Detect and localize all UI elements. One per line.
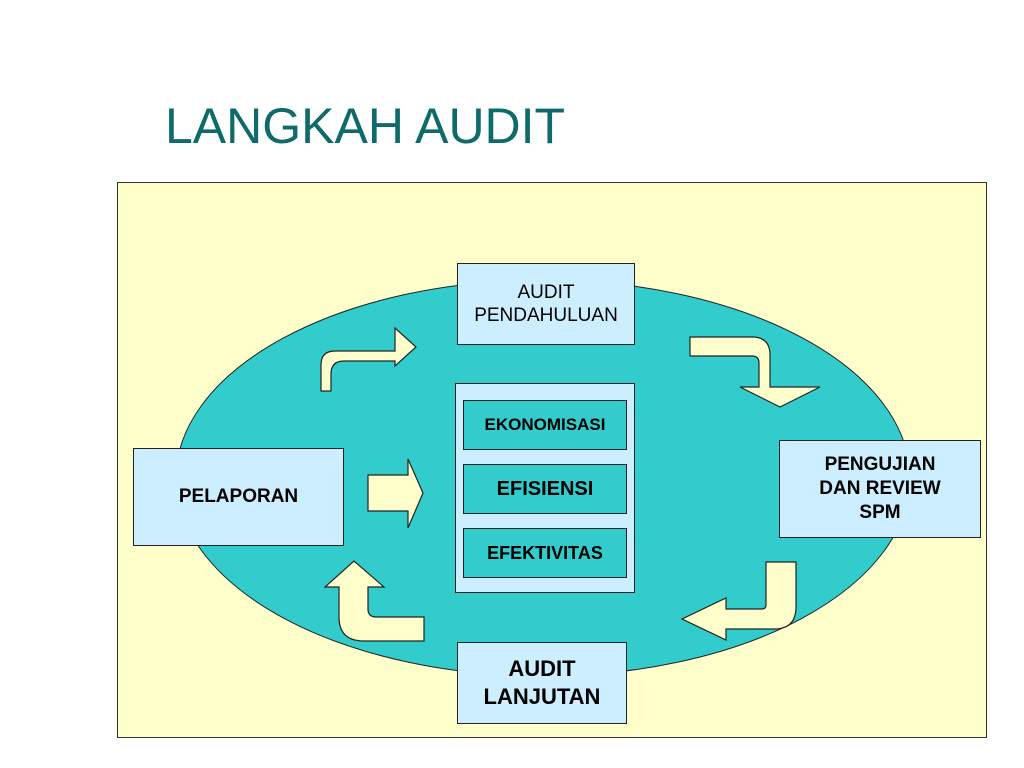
center-item-ekonomisasi: EKONOMISASI	[463, 400, 627, 450]
arrow-down-left-icon	[680, 561, 797, 641]
arrow-up-right-icon	[320, 326, 417, 392]
node-audit-pendahuluan: AUDIT PENDAHULUAN	[457, 263, 635, 345]
slide-title: LANGKAH AUDIT	[165, 98, 566, 154]
node-audit-pendahuluan-label: AUDIT PENDAHULUAN	[474, 282, 618, 326]
center-item-efisiensi: EFISIENSI	[463, 464, 627, 514]
diagram-panel: AUDIT PENDAHULUAN PENGUJIAN DAN REVIEW S…	[117, 182, 987, 738]
arrow-right-icon	[367, 458, 424, 529]
arrow-right-down-icon	[689, 336, 821, 408]
node-pelaporan: PELAPORAN	[133, 448, 344, 546]
center-item-efektivitas: EFEKTIVITAS	[463, 528, 627, 578]
node-pengujian-review-spm-label: PENGUJIAN DAN REVIEW SPM	[819, 454, 941, 523]
node-pelaporan-label: PELAPORAN	[178, 486, 299, 507]
center-objectives-box: EKONOMISASI EFISIENSI EFEKTIVITAS	[455, 383, 635, 593]
node-pengujian-review-spm: PENGUJIAN DAN REVIEW SPM	[779, 440, 981, 538]
arrow-left-up-icon	[323, 560, 425, 642]
node-audit-lanjutan-label: AUDIT LANJUTAN	[483, 656, 601, 709]
node-audit-lanjutan: AUDIT LANJUTAN	[457, 642, 627, 724]
